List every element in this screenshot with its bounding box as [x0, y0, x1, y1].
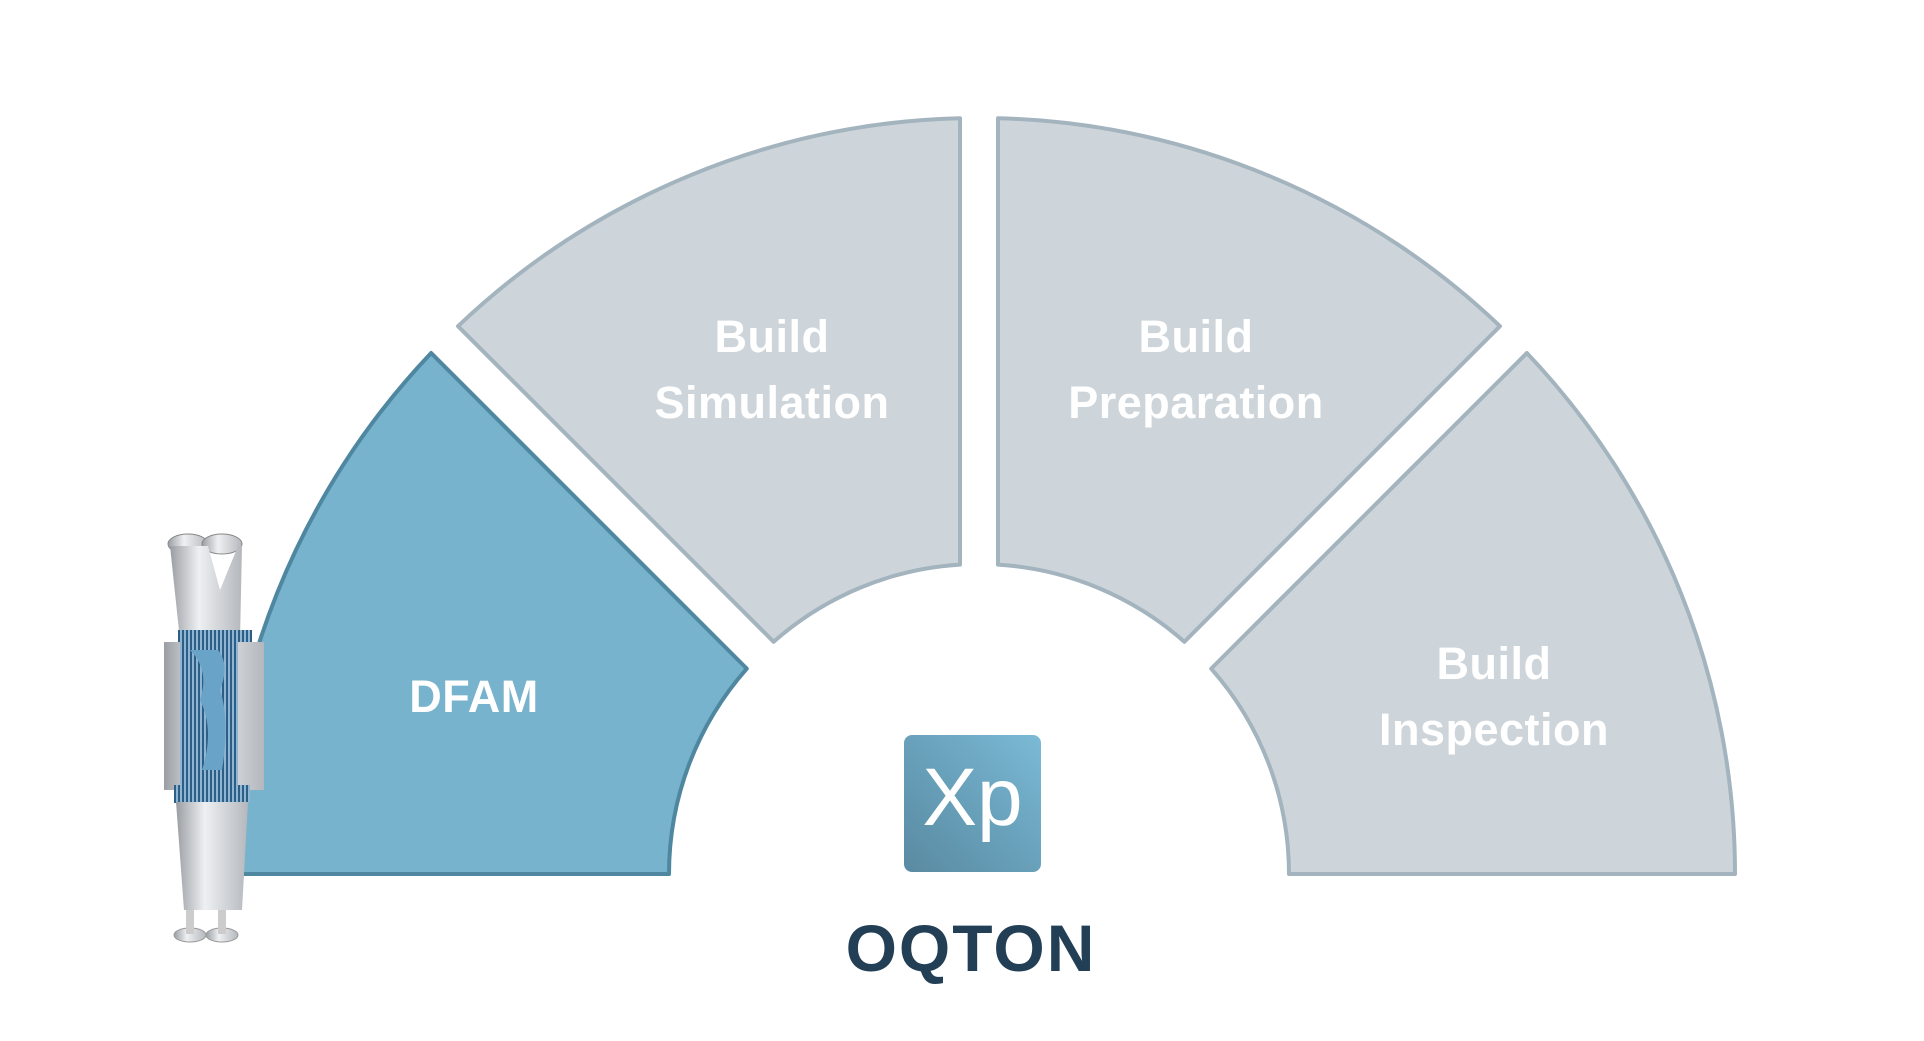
segment-build-inspection[interactable] — [1209, 351, 1737, 876]
segment-build-simulation[interactable] — [456, 116, 962, 644]
oqton-brand-logo: OQTON — [845, 911, 1097, 985]
segment-build-preparation[interactable] — [996, 116, 1502, 644]
printed-part-image — [164, 533, 264, 943]
segment-label-dfam: DFAM — [409, 671, 539, 722]
xp-app-logo: Xp — [904, 735, 1041, 872]
